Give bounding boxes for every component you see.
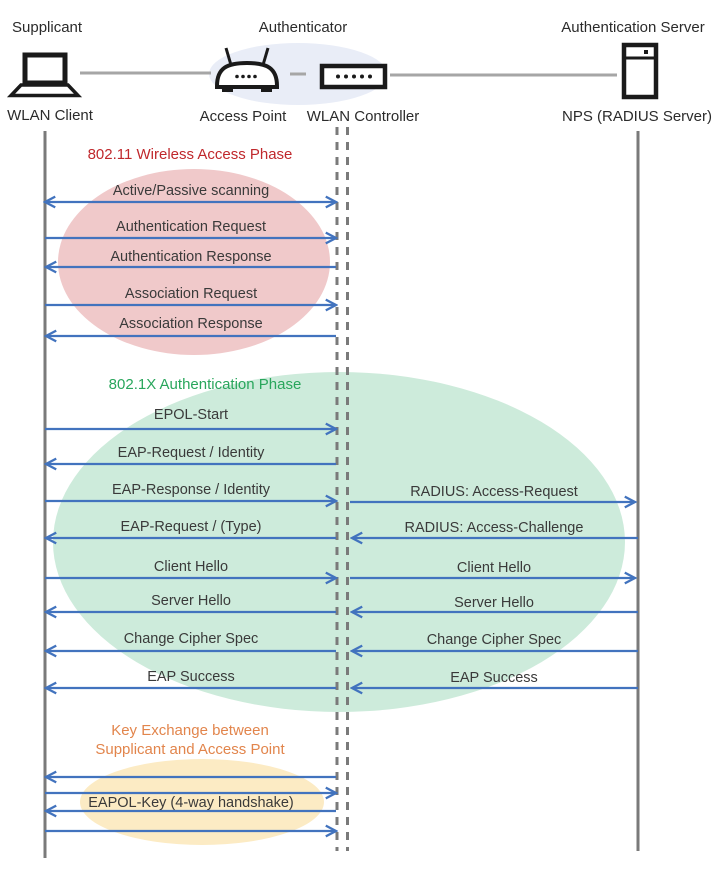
phase1-arrows <box>45 202 336 336</box>
message-label: EAP-Request / Identity <box>117 445 265 461</box>
message-label: EAP-Response / Identity <box>112 482 270 498</box>
phase3-title-line1: Key Exchange between <box>111 722 269 739</box>
message-label: Association Response <box>119 316 263 332</box>
label-wlan-controller: WLAN Controller <box>306 108 420 125</box>
phase-ellipses <box>53 43 625 845</box>
message-label: Authentication Request <box>116 219 266 235</box>
role-authenticator: Authenticator <box>258 19 348 36</box>
message-label: Server Hello <box>151 593 231 609</box>
message-label: Client Hello <box>153 559 229 575</box>
phase1-title: 802.11 Wireless Access Phase <box>87 146 293 163</box>
message-label: Client Hello <box>456 560 532 576</box>
label-wlan-client: WLAN Client <box>7 107 93 124</box>
message-label: Active/Passive scanning <box>112 183 270 199</box>
label-access-point: Access Point <box>199 108 287 125</box>
phase3-arrows <box>45 777 336 831</box>
message-label: Association Request <box>124 286 258 302</box>
phase1-ellipse <box>58 169 330 355</box>
phase2-server-arrows <box>350 502 638 688</box>
message-label: Change Cipher Spec <box>426 632 562 648</box>
phase2-ellipse <box>53 372 625 712</box>
laptop-icon <box>6 52 83 98</box>
phase2-client-arrows <box>45 429 336 688</box>
phase3-title-line2: Supplicant and Access Point <box>95 741 285 758</box>
role-authentication-server: Authentication Server <box>561 19 705 36</box>
lifelines <box>43 127 640 858</box>
message-label: EAP-Request / (Type) <box>120 519 262 535</box>
message-label: Server Hello <box>454 595 534 611</box>
message-label: RADIUS: Access-Challenge <box>404 520 584 536</box>
message-label: EAP Success <box>147 669 235 685</box>
wlan-controller-led-dots <box>336 74 372 79</box>
server-icon <box>621 42 659 100</box>
message-label: Authentication Response <box>110 249 272 265</box>
access-point-icon <box>215 47 279 92</box>
device-connector-line <box>80 71 617 77</box>
label-nps-radius-server: NPS (RADIUS Server) <box>561 108 713 125</box>
message-label: RADIUS: Access-Request <box>410 484 578 500</box>
phase3-ellipse <box>80 759 324 845</box>
role-supplicant: Supplicant <box>12 19 83 36</box>
message-label: EAP Success <box>450 670 538 686</box>
message-label: EPOL-Start <box>153 407 229 423</box>
eapol-key-label: EAPOL-Key (4-way handshake) <box>88 795 294 811</box>
message-label: Change Cipher Spec <box>123 631 259 647</box>
wlan-controller-icon <box>319 63 388 90</box>
phase2-title: 802.1X Authentication Phase <box>108 376 302 393</box>
access-point-led-dots <box>235 74 257 79</box>
